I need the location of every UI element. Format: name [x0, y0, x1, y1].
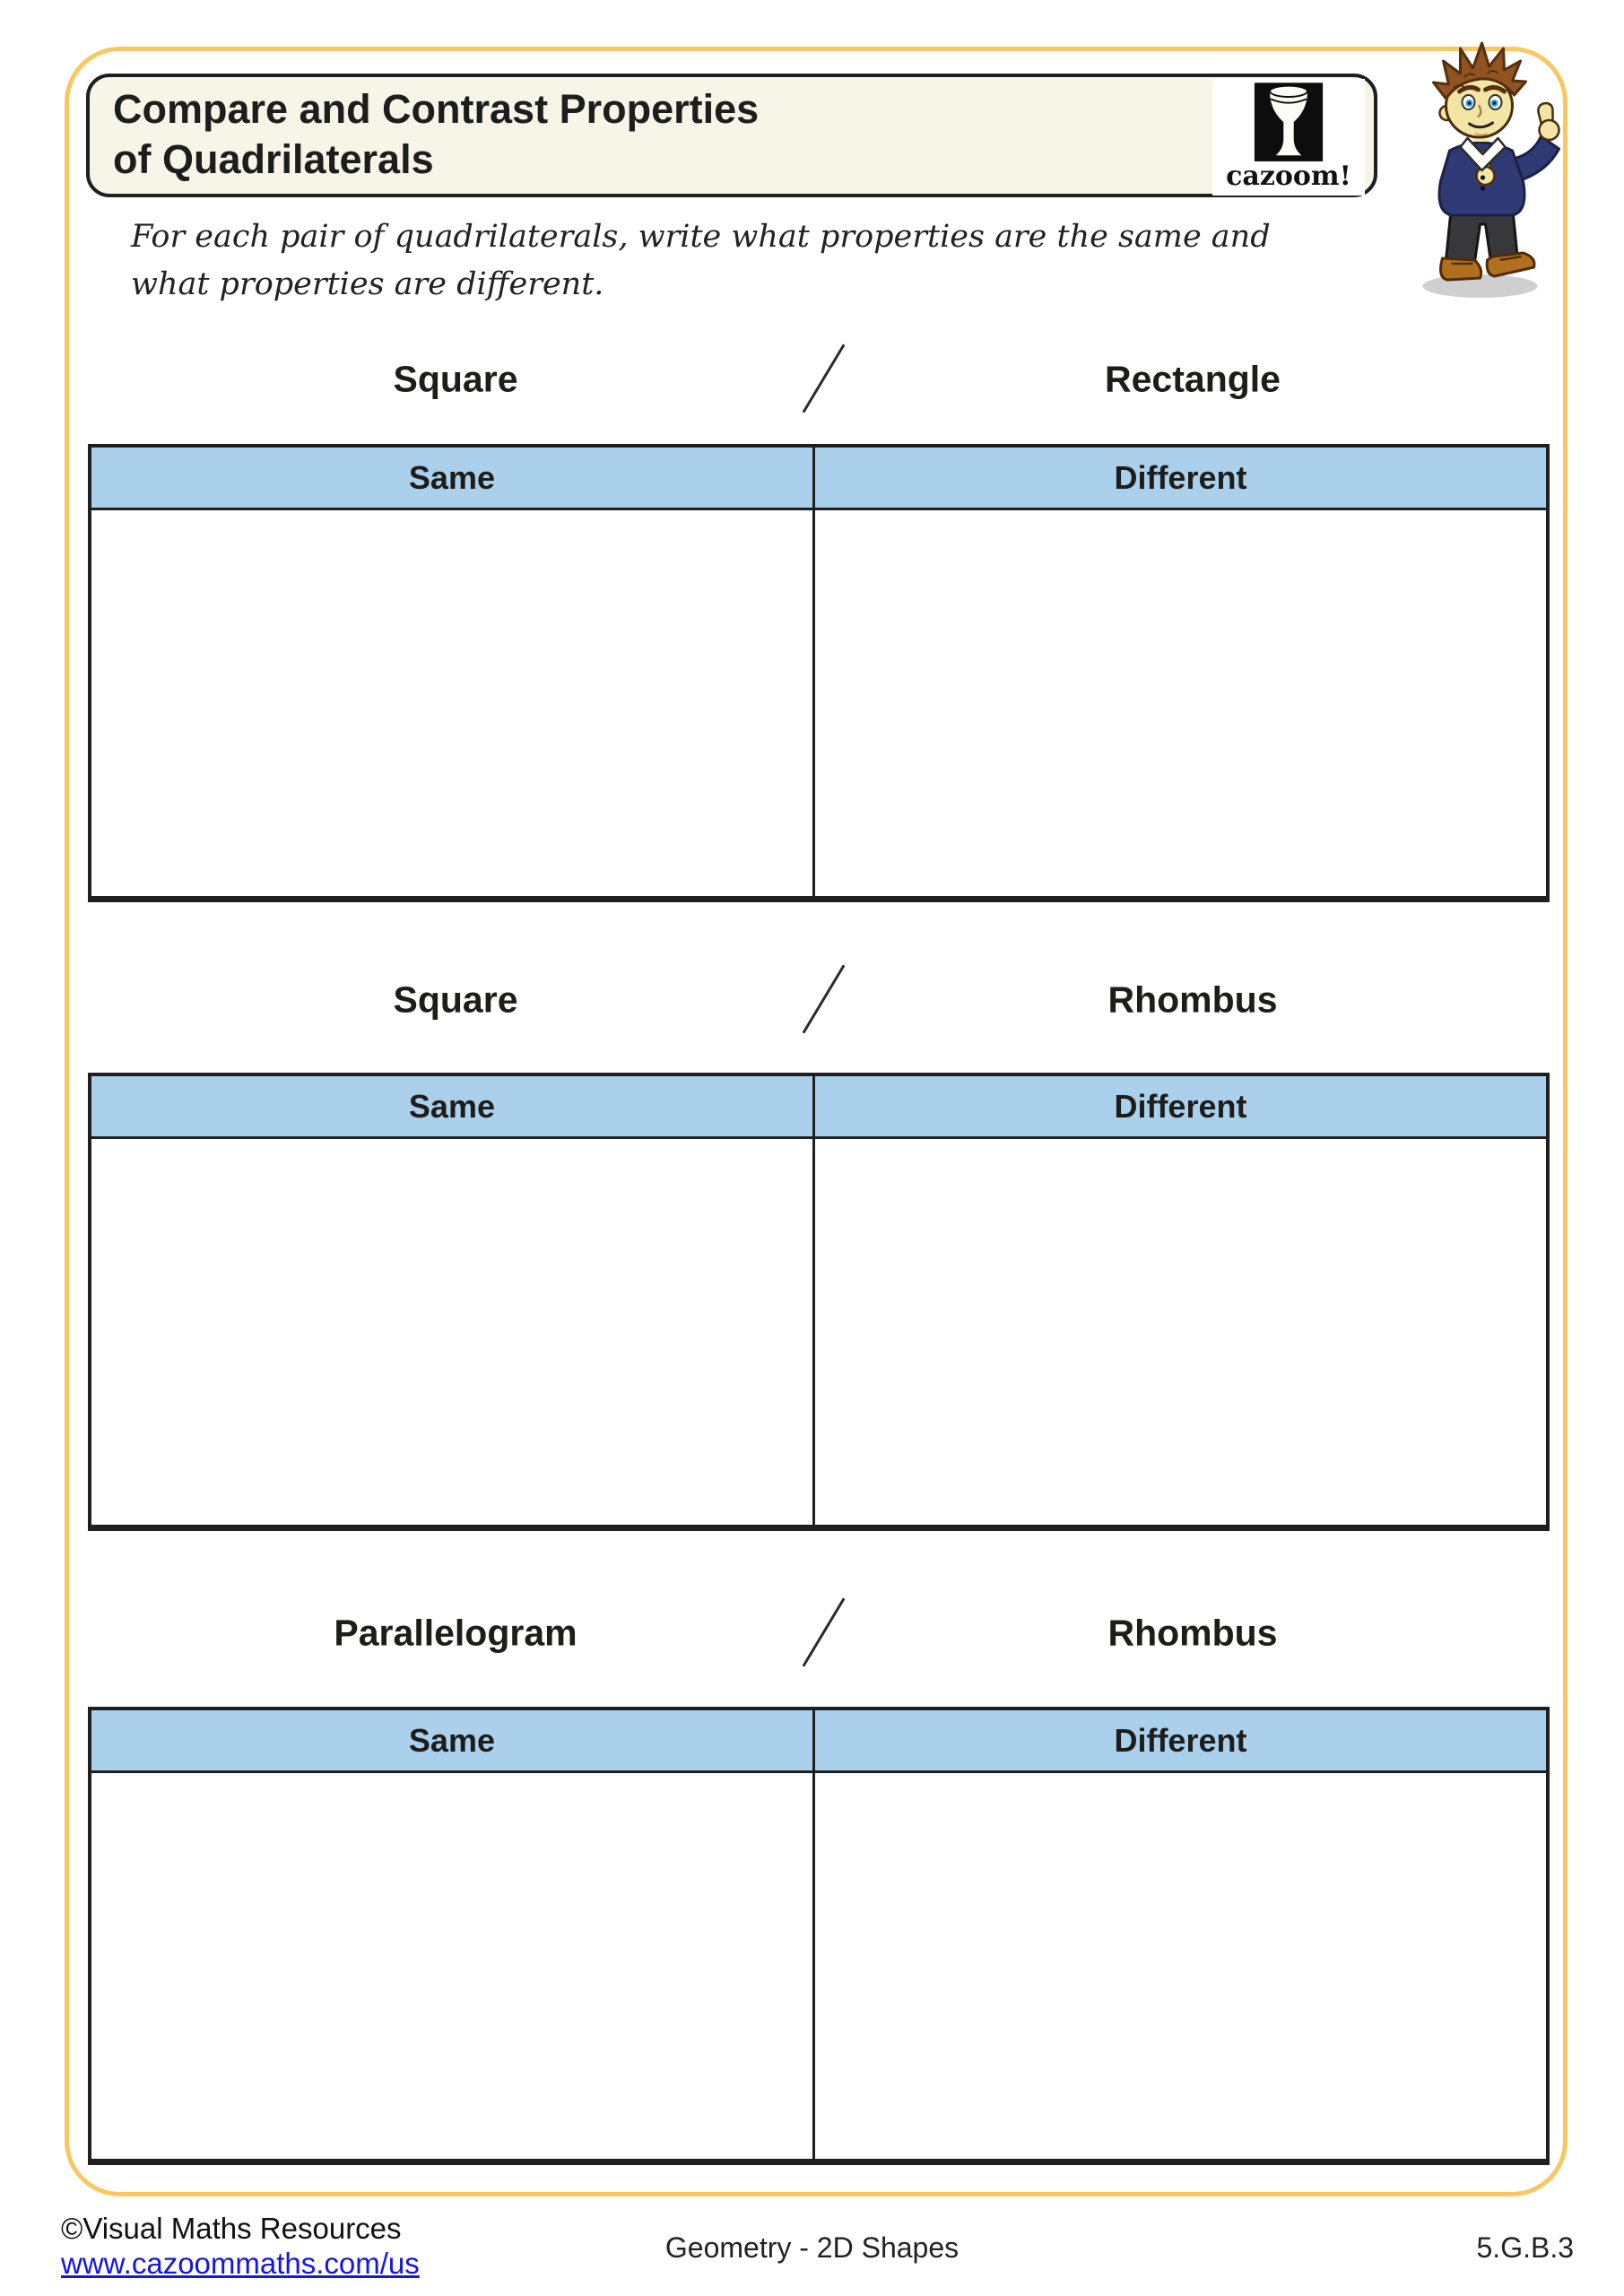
topic-label: Geometry - 2D Shapes	[664, 2231, 960, 2264]
table-body-row	[91, 1139, 1546, 1525]
left-shape-label: Parallelogram	[334, 1612, 578, 1654]
column-header-different: Different	[1114, 1087, 1247, 1125]
comparison-table-1: Same Different	[88, 444, 1550, 902]
answer-cell-different	[815, 1139, 1546, 1525]
page-title: Compare and Contrast Properties of Quadr…	[113, 84, 759, 185]
column-header-different: Different	[1114, 1721, 1247, 1759]
answer-cell-same	[91, 1139, 815, 1525]
table-body-row	[91, 510, 1546, 896]
answer-cell-same	[91, 510, 815, 896]
column-header-same: Same	[91, 1076, 815, 1136]
djembe-drum-icon	[1254, 83, 1324, 161]
answer-cell-same	[91, 1773, 815, 2159]
website-link[interactable]: www.cazoommaths.com/us	[61, 2247, 420, 2280]
slash-separator-icon	[802, 1597, 846, 1667]
comparison-heading-3: Parallelogram Rhombus	[0, 1590, 1624, 1676]
page-title-line2: of Quadrilaterals	[113, 136, 434, 182]
left-shape-label: Square	[393, 358, 518, 400]
column-header-same: Same	[91, 448, 815, 508]
cazoom-logo: cazoom!	[1212, 79, 1365, 196]
comparison-heading-1: Square Rectangle	[0, 336, 1624, 422]
answer-cell-different	[815, 1773, 1546, 2159]
table-header-row: Same Different	[91, 1710, 1546, 1773]
standard-code: 5.G.B.3	[1476, 2231, 1575, 2264]
table-header-row: Same Different	[91, 1076, 1546, 1139]
comparison-heading-2: Square Rhombus	[0, 957, 1624, 1043]
cazoom-logo-text: cazoom!	[1226, 161, 1351, 192]
cartoon-boy-thumbs-up-icon	[1422, 41, 1560, 298]
slash-separator-icon	[802, 344, 846, 413]
left-shape-label: Square	[393, 978, 518, 1021]
column-header-same: Same	[91, 1710, 815, 1770]
right-shape-label: Rhombus	[1107, 978, 1278, 1021]
instructions-text: For each pair of quadrilaterals, write w…	[131, 219, 1271, 302]
title-box: Compare and Contrast Properties of Quadr…	[86, 74, 1377, 197]
right-shape-label: Rhombus	[1107, 1612, 1278, 1654]
table-body-row	[91, 1773, 1546, 2159]
table-header-row: Same Different	[91, 448, 1546, 510]
comparison-table-2: Same Different	[88, 1073, 1550, 1531]
comparison-table-3: Same Different	[88, 1707, 1550, 2165]
answer-cell-different	[815, 510, 1546, 896]
right-shape-label: Rectangle	[1105, 358, 1281, 400]
page-title-line1: Compare and Contrast Properties	[113, 86, 760, 132]
column-header-different: Different	[1114, 458, 1247, 496]
copyright-text: ©Visual Maths Resources	[61, 2212, 402, 2245]
slash-separator-icon	[802, 964, 846, 1034]
